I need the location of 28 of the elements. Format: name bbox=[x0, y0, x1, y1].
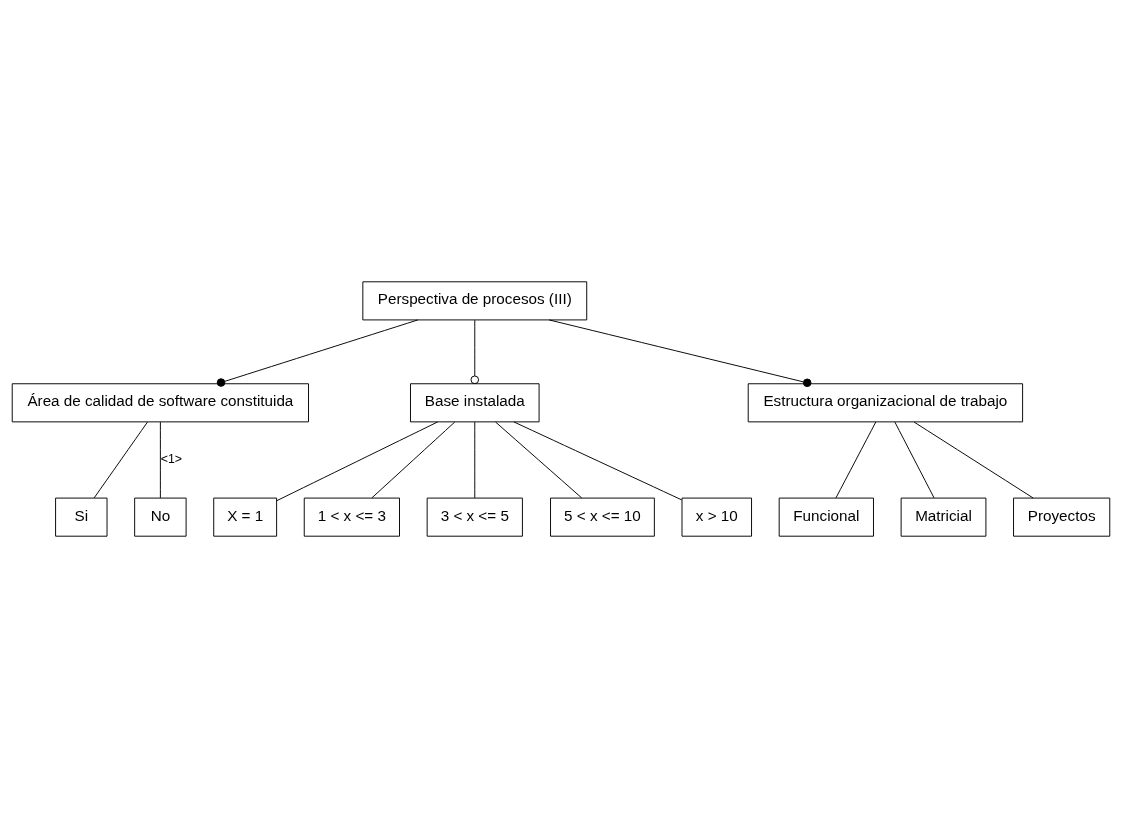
node-box: No bbox=[134, 497, 187, 537]
connector bbox=[913, 421, 1034, 499]
node-box: Proyectos bbox=[1013, 497, 1111, 537]
connector bbox=[495, 421, 583, 498]
connector bbox=[159, 421, 161, 498]
node-box: 3 < x <= 5 bbox=[426, 497, 523, 537]
connector bbox=[276, 420, 439, 501]
node-box: Funcional bbox=[778, 497, 874, 537]
node-box: Perspectiva de procesos (III) bbox=[362, 280, 588, 320]
node-box: 1 < x <= 3 bbox=[303, 497, 400, 537]
node-box: Área de calidad de software constituida bbox=[11, 382, 309, 422]
node-box: Matricial bbox=[900, 497, 987, 537]
connector bbox=[513, 420, 683, 500]
connector bbox=[835, 421, 877, 498]
node-box: Si bbox=[55, 497, 108, 537]
node-box: X = 1 bbox=[213, 497, 278, 537]
node-box: 5 < x <= 10 bbox=[550, 497, 655, 537]
node-box: x > 10 bbox=[681, 497, 753, 537]
edge-label: <1> bbox=[160, 451, 183, 466]
connector bbox=[548, 318, 812, 387]
node-box: Estructura organizacional de trabajo bbox=[747, 382, 1024, 422]
connector bbox=[470, 319, 480, 384]
connector bbox=[216, 318, 419, 387]
connector bbox=[894, 421, 935, 498]
connector bbox=[474, 421, 476, 498]
node-box: Base instalada bbox=[410, 382, 540, 422]
connector bbox=[371, 421, 456, 498]
connector bbox=[93, 421, 148, 498]
